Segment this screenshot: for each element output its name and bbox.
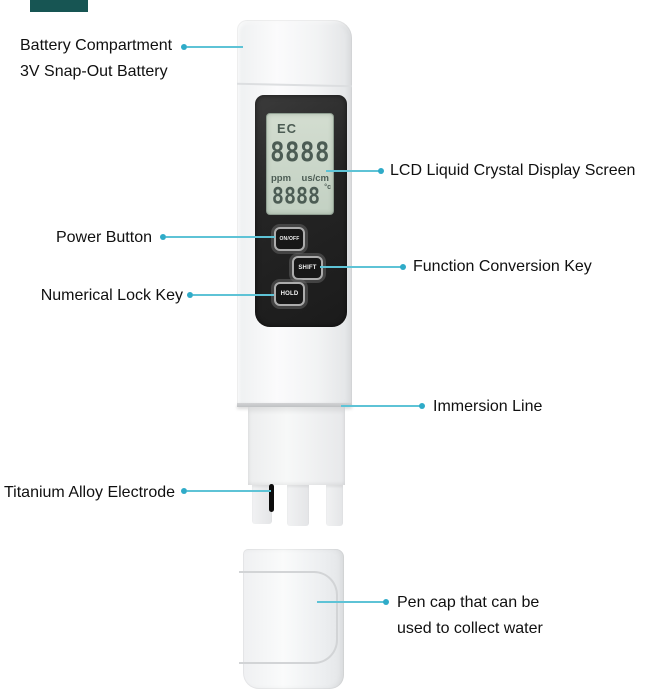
callout-label-function: Function Conversion Key (413, 258, 592, 275)
callout-line-power (166, 236, 275, 238)
immersion-step (237, 403, 352, 407)
callout-line-electrode (187, 490, 271, 492)
callout-dot-lcd (378, 168, 384, 174)
lcd-secondary-value: 8888 (271, 182, 321, 210)
lcd-temp-unit: °c (324, 184, 331, 191)
power-onoff-button: ON/OFF (274, 227, 305, 251)
probe-housing (248, 407, 345, 485)
lcd-mode-label: EC (277, 121, 298, 136)
pencap-label-line1: Pen cap that can be (397, 594, 540, 611)
pencap-label-line2: used to collect water (397, 620, 543, 637)
callout-dot-lock (187, 292, 193, 298)
callout-line-battery (187, 46, 243, 48)
electrode-pin-middle (287, 485, 309, 526)
lcd-screen: EC 8888 ppm us/cm 8888 °c (266, 113, 334, 215)
callout-dot-function (400, 264, 406, 270)
electrode-pin-left (252, 485, 272, 524)
callout-dot-power (160, 234, 166, 240)
callout-dot-electrode (181, 488, 187, 494)
callout-line-lock (193, 294, 274, 296)
callout-line-pencap (317, 601, 384, 603)
lcd-units-row: ppm us/cm (271, 173, 329, 184)
front-panel: EC 8888 ppm us/cm 8888 °c (255, 95, 347, 327)
shift-button: SHIFT (292, 256, 323, 280)
hold-button: HOLD (274, 282, 305, 306)
pen-cap-panel-seam (239, 571, 338, 664)
callout-label-electrode: Titanium Alloy Electrode (4, 484, 176, 501)
callout-line-immersion (341, 405, 420, 407)
callout-line-function (320, 266, 401, 268)
electrode-pin-right (326, 485, 343, 526)
callout-dot-battery (181, 44, 187, 50)
lcd-unit-ppm: ppm (271, 173, 292, 184)
battery-label-line2: 3V Snap-Out Battery (20, 63, 168, 80)
callout-line-lcd (326, 170, 379, 172)
cropped-banner-remnant (30, 0, 88, 12)
callout-label-pencap: Pen cap that can be used to collect wate… (397, 590, 543, 642)
titanium-electrode-mark (269, 484, 274, 512)
callout-label-battery: Battery Compartment 3V Snap-Out Battery (20, 33, 172, 85)
battery-compartment-seam (236, 82, 353, 88)
callout-label-immersion: Immersion Line (433, 398, 543, 415)
pen-cap (239, 549, 344, 689)
lcd-main-value: 8888 (270, 136, 330, 168)
callout-label-power: Power Button (55, 229, 152, 246)
callout-label-lcd: LCD Liquid Crystal Display Screen (390, 162, 636, 179)
callout-dot-pencap (383, 599, 389, 605)
callout-dot-immersion (419, 403, 425, 409)
battery-label-line1: Battery Compartment (20, 37, 173, 54)
lcd-unit-uscm: us/cm (301, 173, 329, 184)
callout-label-lock: Numerical Lock Key (40, 287, 183, 304)
